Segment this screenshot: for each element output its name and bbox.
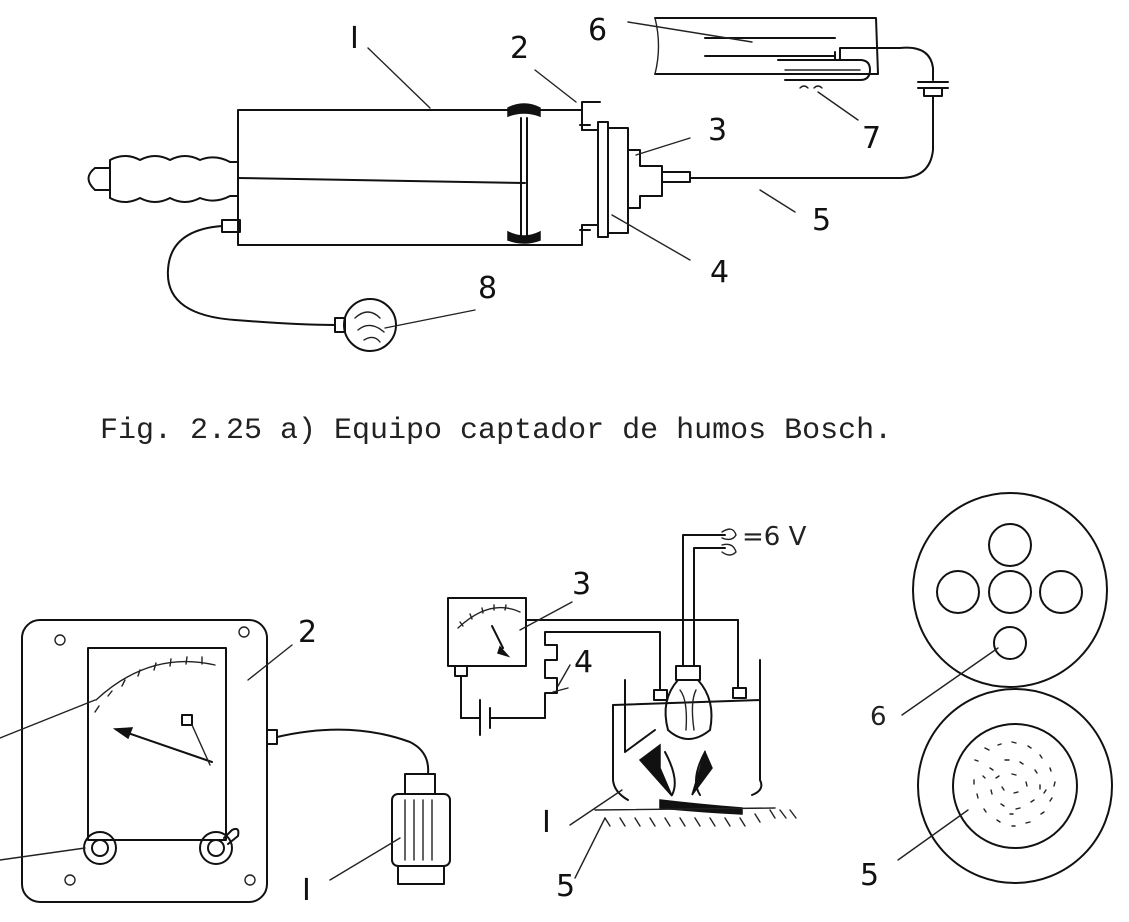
disc-label-6: 6 [870,702,887,732]
lamp [664,528,737,740]
photo-measuring-circuit: 3 4 I 5 =6 V [447,522,807,904]
label-6: 6 [588,13,607,48]
figure-caption: Fig. 2.25 a) Equipo captador de humos Bo… [100,414,892,448]
disc-label-5: 5 [860,858,879,893]
label-4: 4 [710,255,729,290]
sampling-head [579,121,691,238]
pump-handle [87,155,239,203]
smoke-sampler-assembly: I 2 3 4 5 6 7 8 [87,13,949,352]
smoke-sensor [391,773,451,885]
label-1: I [350,21,359,56]
top-labels: I 2 3 4 5 6 7 8 [350,13,881,306]
meter-label-2: 2 [298,615,317,650]
circuit-label-1: I [542,805,551,840]
hose-coupling [899,46,949,106]
circuit-label-5: 5 [556,869,575,904]
piston [507,103,541,244]
smoke-meter-unit: 2 I [0,615,451,908]
pump-cylinder [237,101,601,246]
label-3: 3 [708,113,727,148]
sample-hose [689,104,934,179]
circuit-label-3: 3 [572,567,591,602]
voltage-label: =6 V [742,522,807,552]
label-2: 2 [510,31,529,66]
disc-with-holes [912,492,1108,688]
vacuum-bulb [166,225,397,352]
filter-discs: 6 5 [860,492,1113,893]
meter-label-1: I [302,873,311,908]
exhaust-probe [654,17,901,89]
label-8: 8 [478,271,497,306]
top-leaders [367,21,859,329]
label-5: 5 [812,203,831,238]
label-7: 7 [862,121,881,156]
circuit-label-4: 4 [574,645,593,680]
disc-with-smoke-spot [917,688,1113,884]
